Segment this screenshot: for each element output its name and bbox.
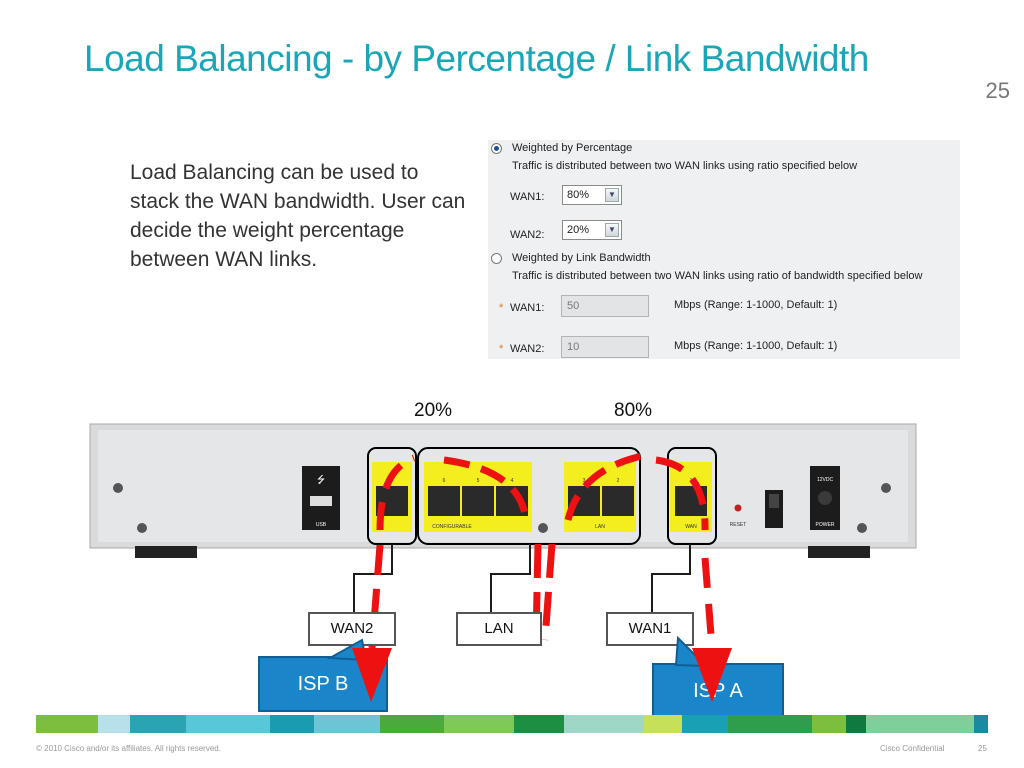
screw-icon [857, 523, 867, 533]
traffic-path-lan-down-right [541, 543, 556, 641]
port-number: 2 [617, 478, 620, 484]
traffic-path-wan2-down [368, 544, 384, 649]
chevron-down-icon[interactable]: ▼ [605, 188, 619, 202]
traffic-path-lan-left [443, 456, 530, 521]
required-mark: * [499, 302, 504, 314]
cable-wan2 [353, 544, 393, 612]
option-percentage-label: Weighted by Percentage [512, 142, 633, 154]
footer-confidential: Cisco Confidential [880, 744, 945, 753]
percentage-wan1-label: 80% [614, 400, 653, 421]
screw-icon [137, 523, 147, 533]
wan1-percentage-select[interactable]: 80% ▼ [562, 185, 622, 205]
lan-box: LAN [456, 612, 542, 646]
power-switch-toggle [769, 494, 779, 508]
bw-wan1-label: WAN1: [510, 302, 545, 314]
bw-wan1-range: Mbps (Range: 1-1000, Default: 1) [674, 299, 838, 311]
power-jack [818, 491, 832, 505]
screw-icon [113, 483, 123, 493]
ethernet-port-2 [602, 486, 634, 516]
port-number: 3 [583, 478, 586, 484]
chevron-down-icon[interactable]: ▼ [605, 223, 619, 237]
cable-lan [490, 544, 531, 612]
screw-icon [881, 483, 891, 493]
ethernet-port-6 [428, 486, 460, 516]
traffic-path-lan-right [564, 452, 643, 521]
usb-socket [310, 496, 332, 506]
reset-button [734, 504, 742, 512]
wan2-box: WAN2 [308, 612, 396, 646]
wan1-label: WAN1: [510, 191, 545, 203]
footer-page-number: 25 [978, 744, 987, 753]
body-text: Load Balancing can be used to stack the … [130, 161, 466, 271]
lan-port-label: LAN [595, 524, 605, 530]
configurable-label: CONFIGURABLE [432, 524, 472, 530]
wan1-port-outline [667, 447, 717, 545]
option-bandwidth-label: Weighted by Link Bandwidth [512, 252, 651, 264]
reset-label: RESET [730, 522, 747, 528]
screw-icon [538, 523, 548, 533]
footer-color-band [36, 715, 988, 733]
port-number: 4 [511, 478, 514, 484]
bw-wan2-input[interactable]: 10 [561, 336, 649, 358]
traffic-path-wan2 [376, 454, 416, 531]
option-percentage-desc: Traffic is distributed between two WAN l… [512, 160, 858, 172]
cable-wan1 [651, 544, 691, 612]
footer-copyright: © 2010 Cisco and/or its affiliates. All … [36, 744, 221, 753]
percentage-wan2-label: 20% [414, 400, 453, 421]
bw-wan1-input[interactable]: 50 [561, 295, 649, 317]
usb-icon: ⭍ [317, 474, 325, 486]
isp-a-callout: ISP A [652, 663, 784, 719]
power-label: POWER [816, 522, 835, 528]
wan2-percentage-select[interactable]: 20% ▼ [562, 220, 622, 240]
wan1-box: WAN1 [606, 612, 694, 646]
slide-title: Load Balancing - by Percentage / Link Ba… [84, 38, 869, 79]
dc-label: 12VDC [817, 477, 834, 483]
traffic-path-wan1 [655, 456, 709, 531]
bw-wan2-range: Mbps (Range: 1-1000, Default: 1) [674, 340, 838, 352]
load-balance-settings-panel: Weighted by Percentage Traffic is distri… [488, 140, 960, 359]
required-mark: * [499, 343, 504, 355]
cables [353, 544, 691, 612]
option-bandwidth-desc: Traffic is distributed between two WAN l… [512, 270, 923, 282]
radio-weighted-percentage[interactable] [491, 143, 502, 154]
router-foot-left [135, 546, 197, 558]
wan1-percentage-value: 80% [567, 189, 590, 201]
isp-b-callout: ISP B [258, 656, 388, 712]
port-number: 6 [443, 478, 446, 484]
radio-weighted-bandwidth[interactable] [491, 253, 502, 264]
wan2-label: WAN2: [510, 229, 545, 241]
router-foot-right [808, 546, 870, 558]
wan-port-label: WAN [685, 524, 697, 530]
traffic-path-wan1-down [701, 557, 716, 649]
wan2-percentage-value: 20% [567, 224, 590, 236]
bw-wan2-label: WAN2: [510, 343, 545, 355]
slide-number: 25 [985, 78, 1010, 103]
usb-label: USB [316, 522, 327, 528]
port-number: 5 [477, 478, 480, 484]
ethernet-port-5 [462, 486, 494, 516]
